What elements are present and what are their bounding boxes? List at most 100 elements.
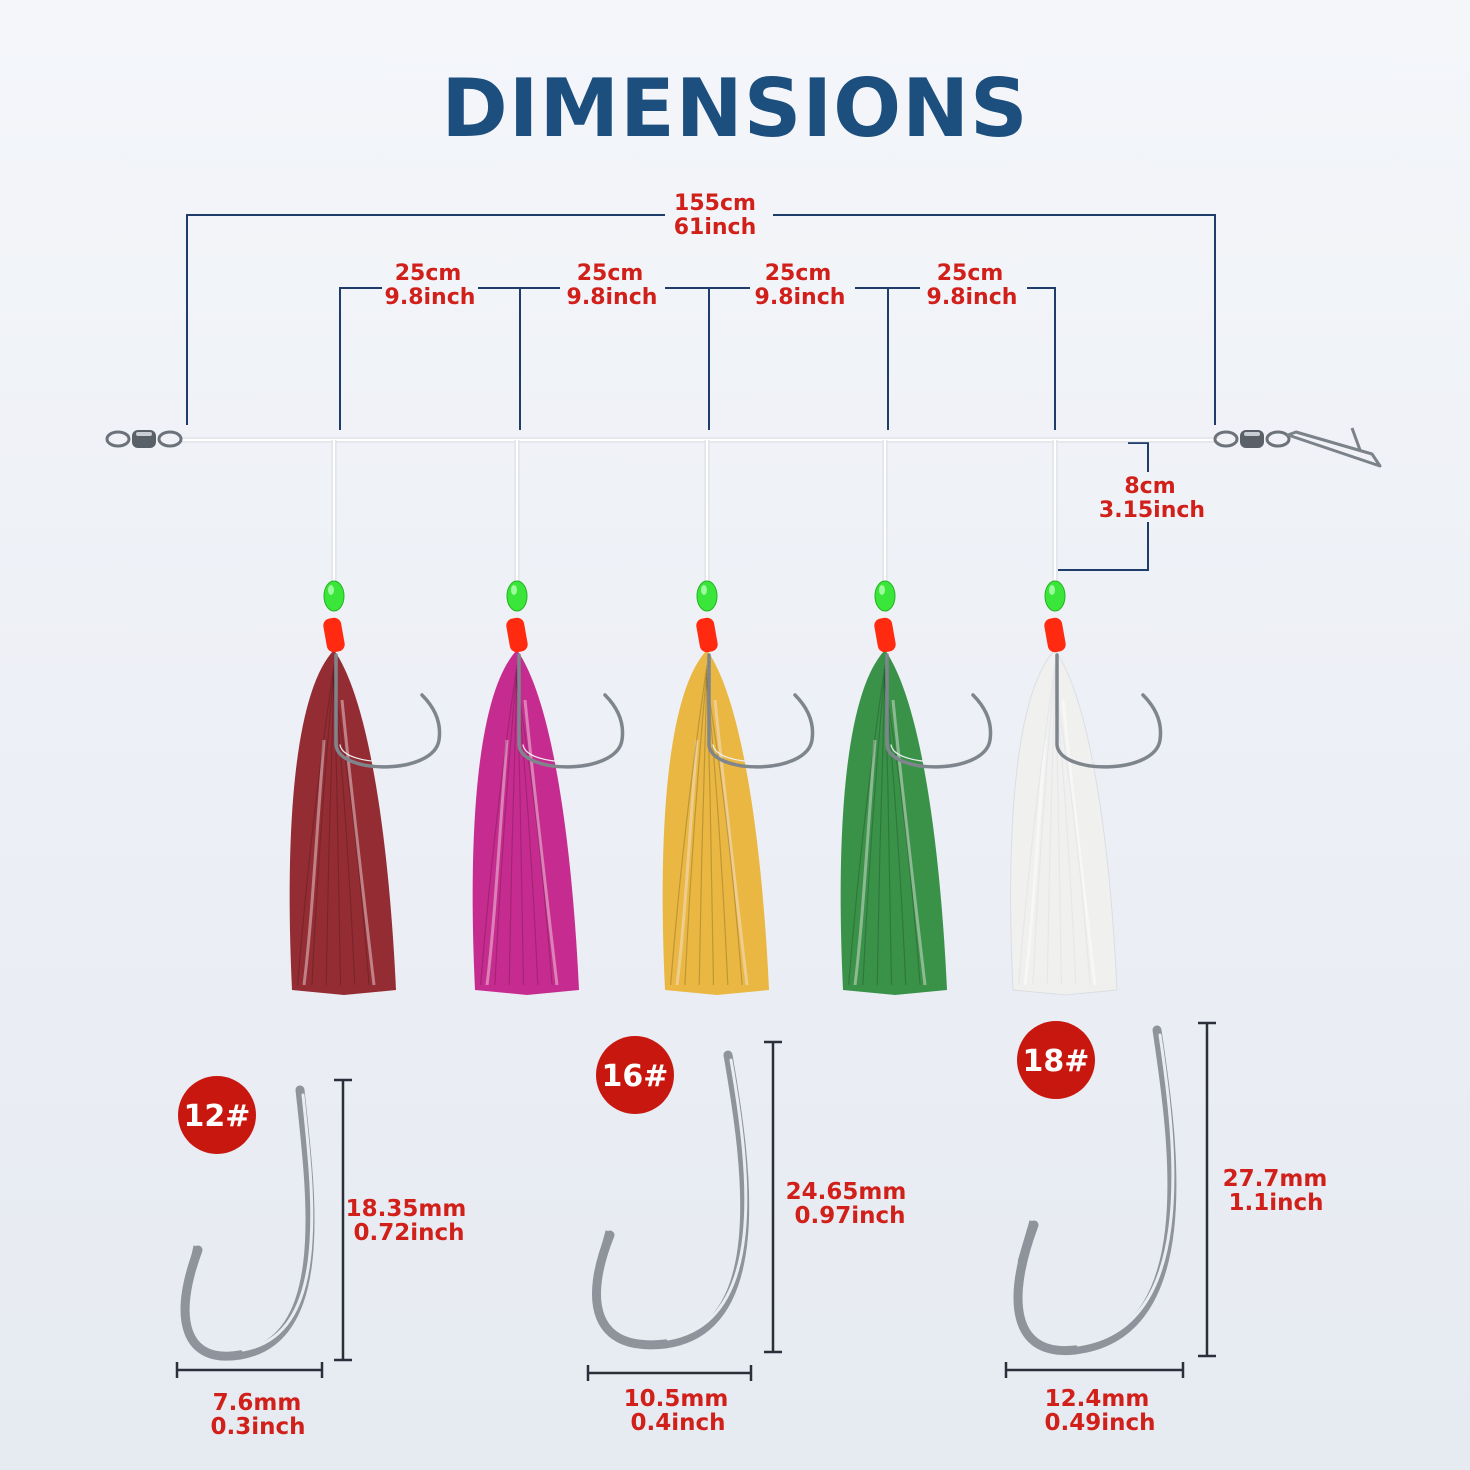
feather-fibre bbox=[698, 672, 708, 986]
hook-18-badge bbox=[1017, 1021, 1095, 1099]
spacing-2-cm: 25cm bbox=[577, 261, 644, 286]
float-bead-shine bbox=[328, 585, 334, 595]
lure-hook-shine bbox=[522, 739, 618, 763]
feather-highlight bbox=[302, 699, 376, 986]
hook-16-gap-mm: 10.5mm bbox=[624, 1386, 729, 1412]
feather-fibre bbox=[494, 668, 518, 986]
sleeve-bead bbox=[1044, 617, 1066, 653]
feather bbox=[662, 650, 769, 995]
sleeve-bead bbox=[506, 617, 528, 653]
hook-18-detail: 18# 27.7mm 1.1inch 12.4mm 0.49inch bbox=[1004, 1021, 1328, 1436]
lure-hook bbox=[334, 653, 442, 769]
spacing-4-cm: 25cm bbox=[937, 261, 1004, 286]
lure-hook bbox=[707, 653, 815, 769]
lure-hook-shine bbox=[712, 739, 808, 763]
feather-fibre bbox=[670, 664, 708, 986]
spacing-3-cm: 25cm bbox=[765, 261, 832, 286]
dropper-length-cm: 8cm bbox=[1124, 474, 1175, 499]
feather-fibre bbox=[1032, 668, 1056, 986]
lure-hook-shine bbox=[890, 739, 986, 763]
feather-fibre bbox=[848, 664, 886, 986]
spacing-3-inch: 9.8inch bbox=[755, 285, 846, 310]
hook-16-length-mm: 24.65mm bbox=[786, 1179, 907, 1205]
lure-5 bbox=[1010, 580, 1163, 996]
feather-fibre bbox=[1054, 684, 1091, 986]
float-bead bbox=[1044, 580, 1066, 612]
left-swivel bbox=[105, 430, 183, 448]
hook-18-gap-mm: 12.4mm bbox=[1045, 1386, 1150, 1412]
hook-12-badge bbox=[178, 1076, 256, 1154]
hook-12-size: 12# bbox=[184, 1099, 251, 1134]
hook-18-length-mm: 27.7mm bbox=[1223, 1166, 1328, 1192]
feather-highlight bbox=[485, 699, 559, 986]
float-bead bbox=[506, 580, 528, 612]
float-bead bbox=[323, 580, 345, 612]
sleeve-bead bbox=[696, 617, 718, 653]
spacing-1-inch: 9.8inch bbox=[385, 285, 476, 310]
float-bead bbox=[696, 580, 718, 612]
sleeve-bead bbox=[323, 617, 345, 653]
feather bbox=[289, 650, 396, 995]
spacing-2-inch: 9.8inch bbox=[567, 285, 658, 310]
feather-fibre bbox=[333, 684, 370, 986]
feather-fibre bbox=[706, 684, 743, 986]
feather-fibre bbox=[1018, 664, 1056, 986]
feather-fibre bbox=[516, 684, 553, 986]
lure-hook-shine bbox=[339, 739, 435, 763]
feather-highlight bbox=[675, 699, 749, 986]
feather-fibre bbox=[876, 672, 886, 986]
feather-highlight bbox=[1023, 699, 1097, 986]
lures bbox=[289, 580, 1163, 996]
lure-3 bbox=[662, 580, 815, 995]
overall-length-inch: 61inch bbox=[674, 215, 757, 240]
overall-length-cm: 155cm bbox=[674, 191, 756, 216]
hook-16-size: 16# bbox=[602, 1059, 669, 1094]
feather bbox=[472, 650, 579, 995]
hook-16-length-inch: 0.97inch bbox=[794, 1203, 905, 1229]
float-bead bbox=[874, 580, 896, 612]
lure-hook bbox=[1055, 653, 1163, 769]
hook-18-size: 18# bbox=[1023, 1044, 1090, 1079]
feather-fibre bbox=[297, 664, 335, 986]
float-bead-shine bbox=[1049, 585, 1055, 595]
float-bead-shine bbox=[511, 585, 517, 595]
sleeve-bead bbox=[874, 617, 896, 653]
hook-12-gap-inch: 0.3inch bbox=[210, 1414, 305, 1440]
hook-12-length-mm: 18.35mm bbox=[346, 1196, 467, 1222]
feather-fibre bbox=[684, 668, 708, 986]
hook-16-badge bbox=[596, 1036, 674, 1114]
lure-hook bbox=[885, 653, 993, 769]
dropper-length-bracket: 8cm 3.15inch bbox=[1058, 442, 1205, 571]
feather-highlight bbox=[853, 699, 927, 986]
feather-fibre bbox=[862, 668, 886, 986]
lure-hook-shine bbox=[1060, 739, 1156, 763]
spacing-4-inch: 9.8inch bbox=[927, 285, 1018, 310]
lure-hook bbox=[517, 653, 625, 769]
hook-16-detail: 16# 24.65mm 0.97inch 10.5mm 0.4inch bbox=[586, 1036, 907, 1436]
feather-fibre bbox=[508, 672, 518, 986]
feather-fibre bbox=[884, 684, 921, 986]
hook-12-gap-mm: 7.6mm bbox=[213, 1390, 302, 1416]
dropper-length-inch: 3.15inch bbox=[1099, 498, 1205, 523]
spacing-1-cm: 25cm bbox=[395, 261, 462, 286]
right-swivel-snap bbox=[1213, 427, 1382, 468]
hook-18-gap-inch: 0.49inch bbox=[1044, 1410, 1155, 1436]
dropper-spacing-brackets: 25cm 9.8inch 25cm 9.8inch 25cm 9.8inch 2… bbox=[339, 261, 1056, 430]
hook-16-gap-inch: 0.4inch bbox=[630, 1410, 725, 1436]
feather-fibre bbox=[480, 664, 518, 986]
feather-fibre bbox=[311, 668, 335, 986]
lure-2 bbox=[472, 580, 625, 995]
hook-12-detail: 12# 18.35mm 0.72inch 7.6mm 0.3inch bbox=[175, 1076, 467, 1440]
float-bead-shine bbox=[701, 585, 707, 595]
lure-4 bbox=[840, 580, 993, 995]
feather bbox=[840, 650, 947, 995]
feather-fibre bbox=[1046, 672, 1056, 986]
hook-18-length-inch: 1.1inch bbox=[1228, 1190, 1323, 1216]
float-bead-shine bbox=[879, 585, 885, 595]
dropper-lines bbox=[331, 440, 1058, 583]
overall-length-bracket: 155cm 61inch bbox=[186, 191, 1216, 425]
lure-1 bbox=[289, 580, 442, 995]
hook-12-length-inch: 0.72inch bbox=[353, 1220, 464, 1246]
feather-fibre bbox=[325, 672, 335, 986]
